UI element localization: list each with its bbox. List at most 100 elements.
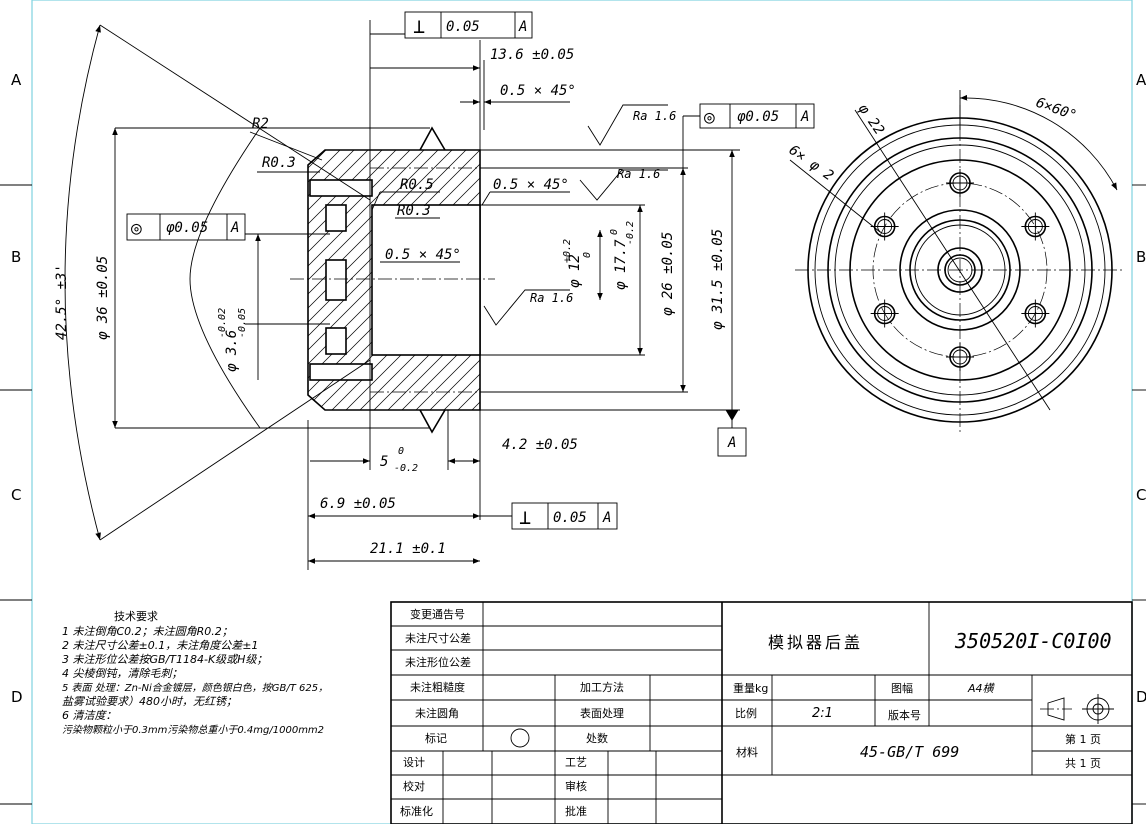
tb-design: 设计 — [403, 756, 425, 769]
tb-unspec-fillet: 未注圆角 — [415, 706, 459, 720]
dim-6-9: 6.9 ±0.05 — [320, 496, 396, 512]
tb-count: 处数 — [586, 732, 608, 745]
dim-d3-6: φ 3.6 — [224, 330, 240, 372]
zone-d-right: D — [1136, 688, 1146, 706]
note-line-8: 污染物颗粒小于0.3mm污染物总重小于0.4mg/1000mm2 — [62, 724, 324, 736]
dim-d17-7-tol-up: 0 — [609, 229, 620, 235]
tb-sheet-size-label: 图幅 — [891, 682, 913, 695]
tb-drawing-no: 350520I-C0I00 — [954, 629, 1112, 653]
tb-process-method: 加工方法 — [580, 680, 624, 694]
dim-r2: R2 — [252, 116, 269, 132]
drawing-border — [31, 0, 1133, 824]
tb-sheet-size: A4横 — [967, 682, 996, 695]
perp-bottom-frame: ⊥ 0.05 A — [519, 505, 611, 529]
tb-unspec-rough: 未注粗糙度 — [410, 680, 465, 694]
note-line-7: 6 清洁度： — [62, 709, 117, 722]
svg-text:φ0.05: φ0.05 — [737, 109, 779, 125]
note-line-5: 5 表面 处理：Zn-Ni合金镀层，颜色银白色，按GB/T 625， — [62, 682, 328, 694]
tb-page-no: 第 1 页 — [1065, 732, 1101, 746]
dim-d12-tol-low: 0 — [582, 252, 593, 258]
title-block — [390, 601, 1133, 824]
section-pin-3 — [325, 327, 347, 355]
svg-text:A: A — [800, 109, 809, 125]
dim-d3-6-tol-low: -0.05 — [237, 308, 248, 338]
roughness-2: Ra 1.6 — [617, 167, 660, 181]
tb-surface-treat: 表面处理 — [580, 706, 624, 720]
dim-6x60: 6×60° — [1034, 95, 1079, 124]
tb-check: 校对 — [403, 779, 425, 793]
svg-text:A: A — [518, 19, 527, 35]
coax-right-frame: ◎ φ0.05 A — [704, 107, 809, 128]
roughness-symbols — [483, 104, 668, 326]
section-hole-top — [309, 179, 373, 197]
tb-material: 45-GB/T 699 — [860, 743, 959, 761]
dim-chamfer-2: 0.5 × 45° — [493, 177, 569, 193]
technical-notes: 技术要求 1 未注倒角C0.2；未注圆角R0.2； 2 未注尺寸公差±0.1，未… — [62, 610, 328, 736]
tb-page-total: 共 1 页 — [1065, 757, 1101, 770]
tb-scale-label: 比例 — [735, 706, 757, 720]
roughness-1: Ra 1.6 — [633, 109, 676, 123]
dim-chamfer-1: 0.5 × 45° — [500, 83, 576, 99]
dim-d17-7: φ 17.7 — [613, 239, 629, 290]
tb-craft: 工艺 — [565, 756, 587, 769]
datum-a: A — [727, 435, 736, 451]
tb-version-label: 版本号 — [888, 708, 921, 722]
note-line-6: 盐雾试验要求）480小时，无红锈； — [62, 695, 237, 708]
dim-5-tol-up: 0 — [398, 446, 404, 457]
note-line-1: 1 未注倒角C0.2；未注圆角R0.2； — [62, 625, 233, 638]
dim-r0-5: R0.5 — [400, 177, 434, 193]
dim-d3-6-tol-up: -0.02 — [217, 308, 228, 338]
dim-4-2: 4.2 ±0.05 — [502, 437, 578, 453]
dim-5: 5 — [380, 454, 388, 470]
zone-a-left: A — [11, 71, 22, 89]
note-line-2: 2 未注尺寸公差±0.1，未注角度公差±1 — [62, 639, 258, 652]
tb-material-label: 材料 — [736, 745, 758, 759]
svg-text:⊥: ⊥ — [413, 14, 425, 38]
dim-d17-7-tol-low: -0.2 — [625, 221, 636, 245]
section-bore — [371, 204, 481, 356]
note-line-3: 3 未注形位公差按GB/T1184-K级或H级； — [62, 653, 267, 666]
dim-5-tol-low: -0.2 — [394, 463, 418, 474]
tb-unspec-geo-tol: 未注形位公差 — [405, 655, 471, 669]
svg-text:0.05: 0.05 — [553, 510, 587, 526]
zone-markers — [0, 184, 1146, 805]
tb-scale: 2:1 — [812, 706, 833, 721]
tb-unspec-dim-tol: 未注尺寸公差 — [405, 631, 471, 645]
zone-b-left: B — [11, 248, 21, 266]
dim-d12-tol-up: +0.2 — [562, 239, 573, 263]
dim-chamfer-3: 0.5 × 45° — [385, 247, 461, 263]
tb-mark: 标记 — [425, 731, 447, 745]
svg-text:⊥: ⊥ — [519, 505, 531, 529]
tb-standard: 标准化 — [400, 804, 433, 818]
section-view — [290, 126, 498, 434]
tb-change-no: 变更通告号 — [410, 607, 465, 621]
notes-title: 技术要求 — [114, 610, 158, 623]
zone-c-right: C — [1136, 486, 1146, 504]
zone-b-right: B — [1136, 248, 1146, 266]
svg-text:◎: ◎ — [131, 218, 142, 239]
tb-part-name: 模拟器后盖 — [768, 633, 863, 652]
dimension-lines — [64, 20, 740, 570]
dim-6xd2: 6× φ 2 — [786, 142, 837, 184]
dim-d22: φ 22 — [855, 101, 887, 138]
tb-approve: 批准 — [565, 804, 587, 818]
tolerance-frames — [126, 11, 815, 530]
section-pin-1 — [325, 204, 347, 232]
front-view — [789, 90, 1125, 435]
roughness-3: Ra 1.6 — [530, 291, 573, 305]
section-rim — [419, 126, 446, 434]
projection-symbol-icon — [1040, 694, 1114, 724]
dim-d26: φ 26 ±0.05 — [660, 232, 676, 316]
dim-r0-3-a: R0.3 — [262, 155, 296, 171]
svg-text:◎: ◎ — [704, 107, 715, 128]
zone-c-left: C — [11, 486, 21, 504]
dim-d12: φ 12 — [567, 254, 583, 288]
section-hole-bottom — [309, 363, 373, 381]
dim-13-6: 13.6 ±0.05 — [490, 47, 574, 63]
perp-top-frame: ⊥ 0.05 A — [413, 14, 527, 38]
zone-a-right: A — [1136, 71, 1146, 89]
dim-d36: φ 36 ±0.05 — [95, 256, 111, 340]
zone-d-left: D — [11, 688, 23, 706]
svg-text:A: A — [602, 510, 611, 526]
